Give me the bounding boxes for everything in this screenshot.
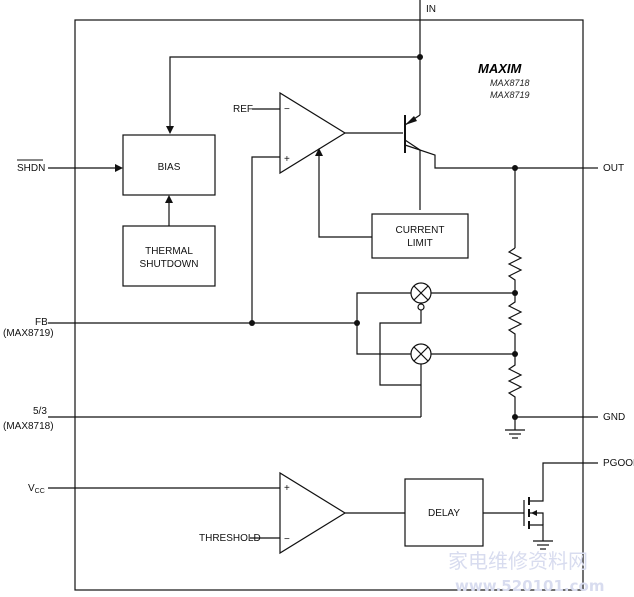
ic-outline — [74, 19, 584, 591]
switch-1-x-b — [413, 285, 429, 301]
erramp-plus: + — [284, 154, 290, 165]
current-limit-label-1: CURRENT — [396, 225, 445, 236]
vcc-pin-label: VCC — [28, 483, 45, 495]
current-limit-block — [371, 213, 469, 259]
current-limit-to-amp-wire — [318, 152, 372, 238]
resistor-2 — [507, 293, 523, 354]
part-number-2: MAX8719 — [490, 90, 530, 100]
junction-fb-switch — [354, 320, 360, 326]
pgood-comparator — [279, 471, 347, 555]
collector-out-wire — [404, 144, 583, 169]
threshold-label: THRESHOLD — [199, 533, 261, 544]
five-three-pin-label: 5/3 — [33, 406, 47, 417]
mosfet-source-wire — [529, 524, 544, 541]
erramp-minus: − — [284, 104, 290, 115]
mosfet-drain-wire — [529, 462, 598, 502]
resistor-3 — [507, 354, 523, 430]
watermark-cn: 家电维修资料网 — [448, 549, 588, 573]
mosfet-arrow — [531, 510, 537, 516]
shdn-arrow — [115, 164, 123, 172]
delay-block — [404, 478, 484, 547]
thermal-label-1: THERMAL — [145, 246, 193, 257]
pgood-pin-label: PGOOD — [603, 458, 634, 469]
ref-label: REF — [233, 104, 253, 115]
thermal-label-2: SHUTDOWN — [140, 259, 199, 270]
resistor-1 — [507, 247, 523, 293]
watermark-url: www.520101.com — [455, 577, 604, 595]
maxim-logo: MAXIM — [478, 61, 523, 76]
thermal-arrow — [165, 195, 173, 203]
error-amplifier — [279, 91, 347, 175]
in-to-bias-wire — [169, 56, 420, 133]
fb-to-amp-wire — [251, 156, 280, 323]
current-limit-label-2: LIMIT — [407, 238, 433, 249]
five-three-pin-note: (MAX8718) — [3, 421, 54, 432]
gnd-pin-label: GND — [603, 412, 625, 423]
fb-pin-label: FB — [35, 317, 48, 328]
in-pin-label: IN — [426, 4, 436, 15]
switch-1-invert-bubble — [417, 303, 425, 311]
bias-arrow — [166, 126, 174, 134]
fb-pin-note: (MAX8719) — [3, 328, 54, 339]
out-pin-label: OUT — [603, 163, 624, 174]
select-wire-1 — [379, 310, 422, 386]
current-limit-arrow — [315, 148, 323, 156]
shdn-pin-label: SHDN — [17, 163, 45, 174]
bias-block — [122, 134, 216, 196]
comparator-minus: − — [284, 534, 290, 545]
comparator-plus: + — [284, 483, 290, 494]
transistor-emitter-arrow — [405, 116, 417, 125]
junction-fb-amp — [249, 320, 255, 326]
bias-label: BIAS — [158, 162, 181, 173]
delay-label: DELAY — [428, 508, 460, 519]
part-number-1: MAX8718 — [490, 78, 530, 88]
switch-2-x-b — [413, 346, 429, 362]
